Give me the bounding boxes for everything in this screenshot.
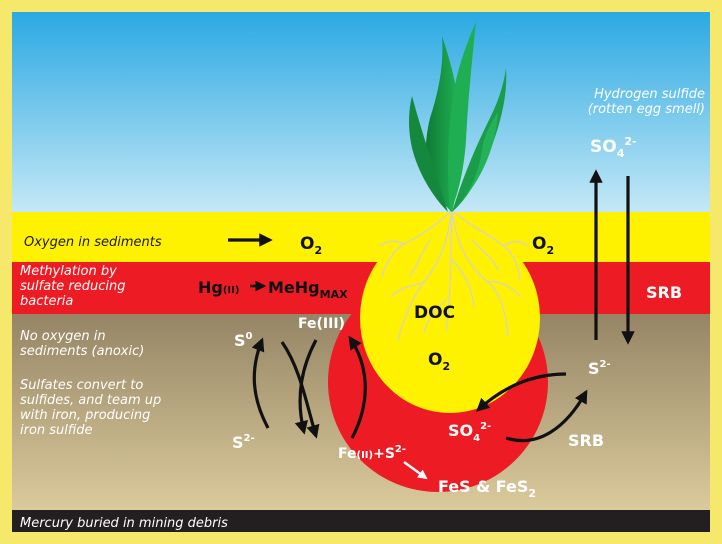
s2-to-s0-arrow bbox=[251, 337, 270, 429]
sulfide-right-label: S2- bbox=[588, 359, 611, 378]
sulfide-left-label: S2- bbox=[232, 433, 255, 452]
feiii-to-feii-arrow bbox=[294, 339, 318, 435]
svg-text:iron sulfide: iron sulfide bbox=[20, 423, 93, 438]
anoxic-label: No oxygen in sediments (anoxic) bbox=[20, 329, 144, 359]
svg-text:Sulfates convert to: Sulfates convert to bbox=[20, 378, 143, 393]
sulfate-root-label: SO42- bbox=[448, 421, 491, 444]
svg-text:sediments (anoxic): sediments (anoxic) bbox=[20, 344, 144, 359]
mining-debris-band bbox=[12, 510, 710, 532]
mercury-ii-label: Hg(II) bbox=[198, 278, 239, 297]
svg-text:sulfate reducing: sulfate reducing bbox=[20, 279, 125, 294]
sulfate-top: SO42- bbox=[590, 135, 637, 160]
oxygen-o2-right: O2 bbox=[532, 234, 554, 257]
svg-text:Hydrogen sulfide: Hydrogen sulfide bbox=[594, 87, 705, 102]
oxygen-o2-root: O2 bbox=[428, 350, 450, 373]
hydrogen-sulfide-label: Hydrogen sulfide (rotten egg smell) bbox=[588, 87, 705, 117]
mercury-buried-label: Mercury buried in mining debris bbox=[20, 516, 228, 531]
root-sulfate-to-sulfide-arrow bbox=[505, 389, 588, 443]
svg-text:Methylation by: Methylation by bbox=[20, 264, 117, 279]
iron-iii-label: Fe(III) bbox=[298, 316, 345, 332]
feii-to-feiii-arrow bbox=[348, 335, 367, 439]
oxygen-in-sediments-label: Oxygen in sediments bbox=[24, 235, 162, 250]
iron-ii-sulfide-label: Fe(II)+S2- bbox=[338, 444, 406, 462]
iron-sulfide-products-label: FeS & FeS2 bbox=[438, 477, 536, 500]
methylmercury-label: MeHgMAX bbox=[268, 278, 348, 301]
sulfates-label: Sulfates convert to sulfides, and team u… bbox=[20, 378, 161, 438]
svg-text:No oxygen in: No oxygen in bbox=[20, 329, 106, 344]
svg-text:with iron, producing: with iron, producing bbox=[20, 408, 150, 423]
plant-leaves bbox=[409, 22, 507, 212]
svg-text:(rotten egg smell): (rotten egg smell) bbox=[588, 102, 705, 117]
svg-text:sulfides, and team up: sulfides, and team up bbox=[20, 393, 161, 408]
doc-label: DOC bbox=[414, 303, 455, 323]
sulfide-to-root-sulfate-arrow bbox=[476, 372, 567, 412]
rhizosphere-oxygen-zone bbox=[360, 223, 540, 413]
elemental-sulfur-label: S0 bbox=[234, 331, 253, 350]
oxic-band bbox=[12, 212, 710, 262]
plant-roots bbox=[379, 209, 529, 341]
methylation-label: Methylation by sulfate reducing bacteria bbox=[20, 264, 125, 309]
srb-label-upper: SRB bbox=[646, 283, 682, 302]
srb-label-lower: SRB bbox=[568, 431, 604, 450]
oxygen-o2-left: O2 bbox=[300, 234, 322, 257]
fes-precipitation-arrow bbox=[403, 461, 428, 480]
svg-text:bacteria: bacteria bbox=[20, 294, 73, 309]
